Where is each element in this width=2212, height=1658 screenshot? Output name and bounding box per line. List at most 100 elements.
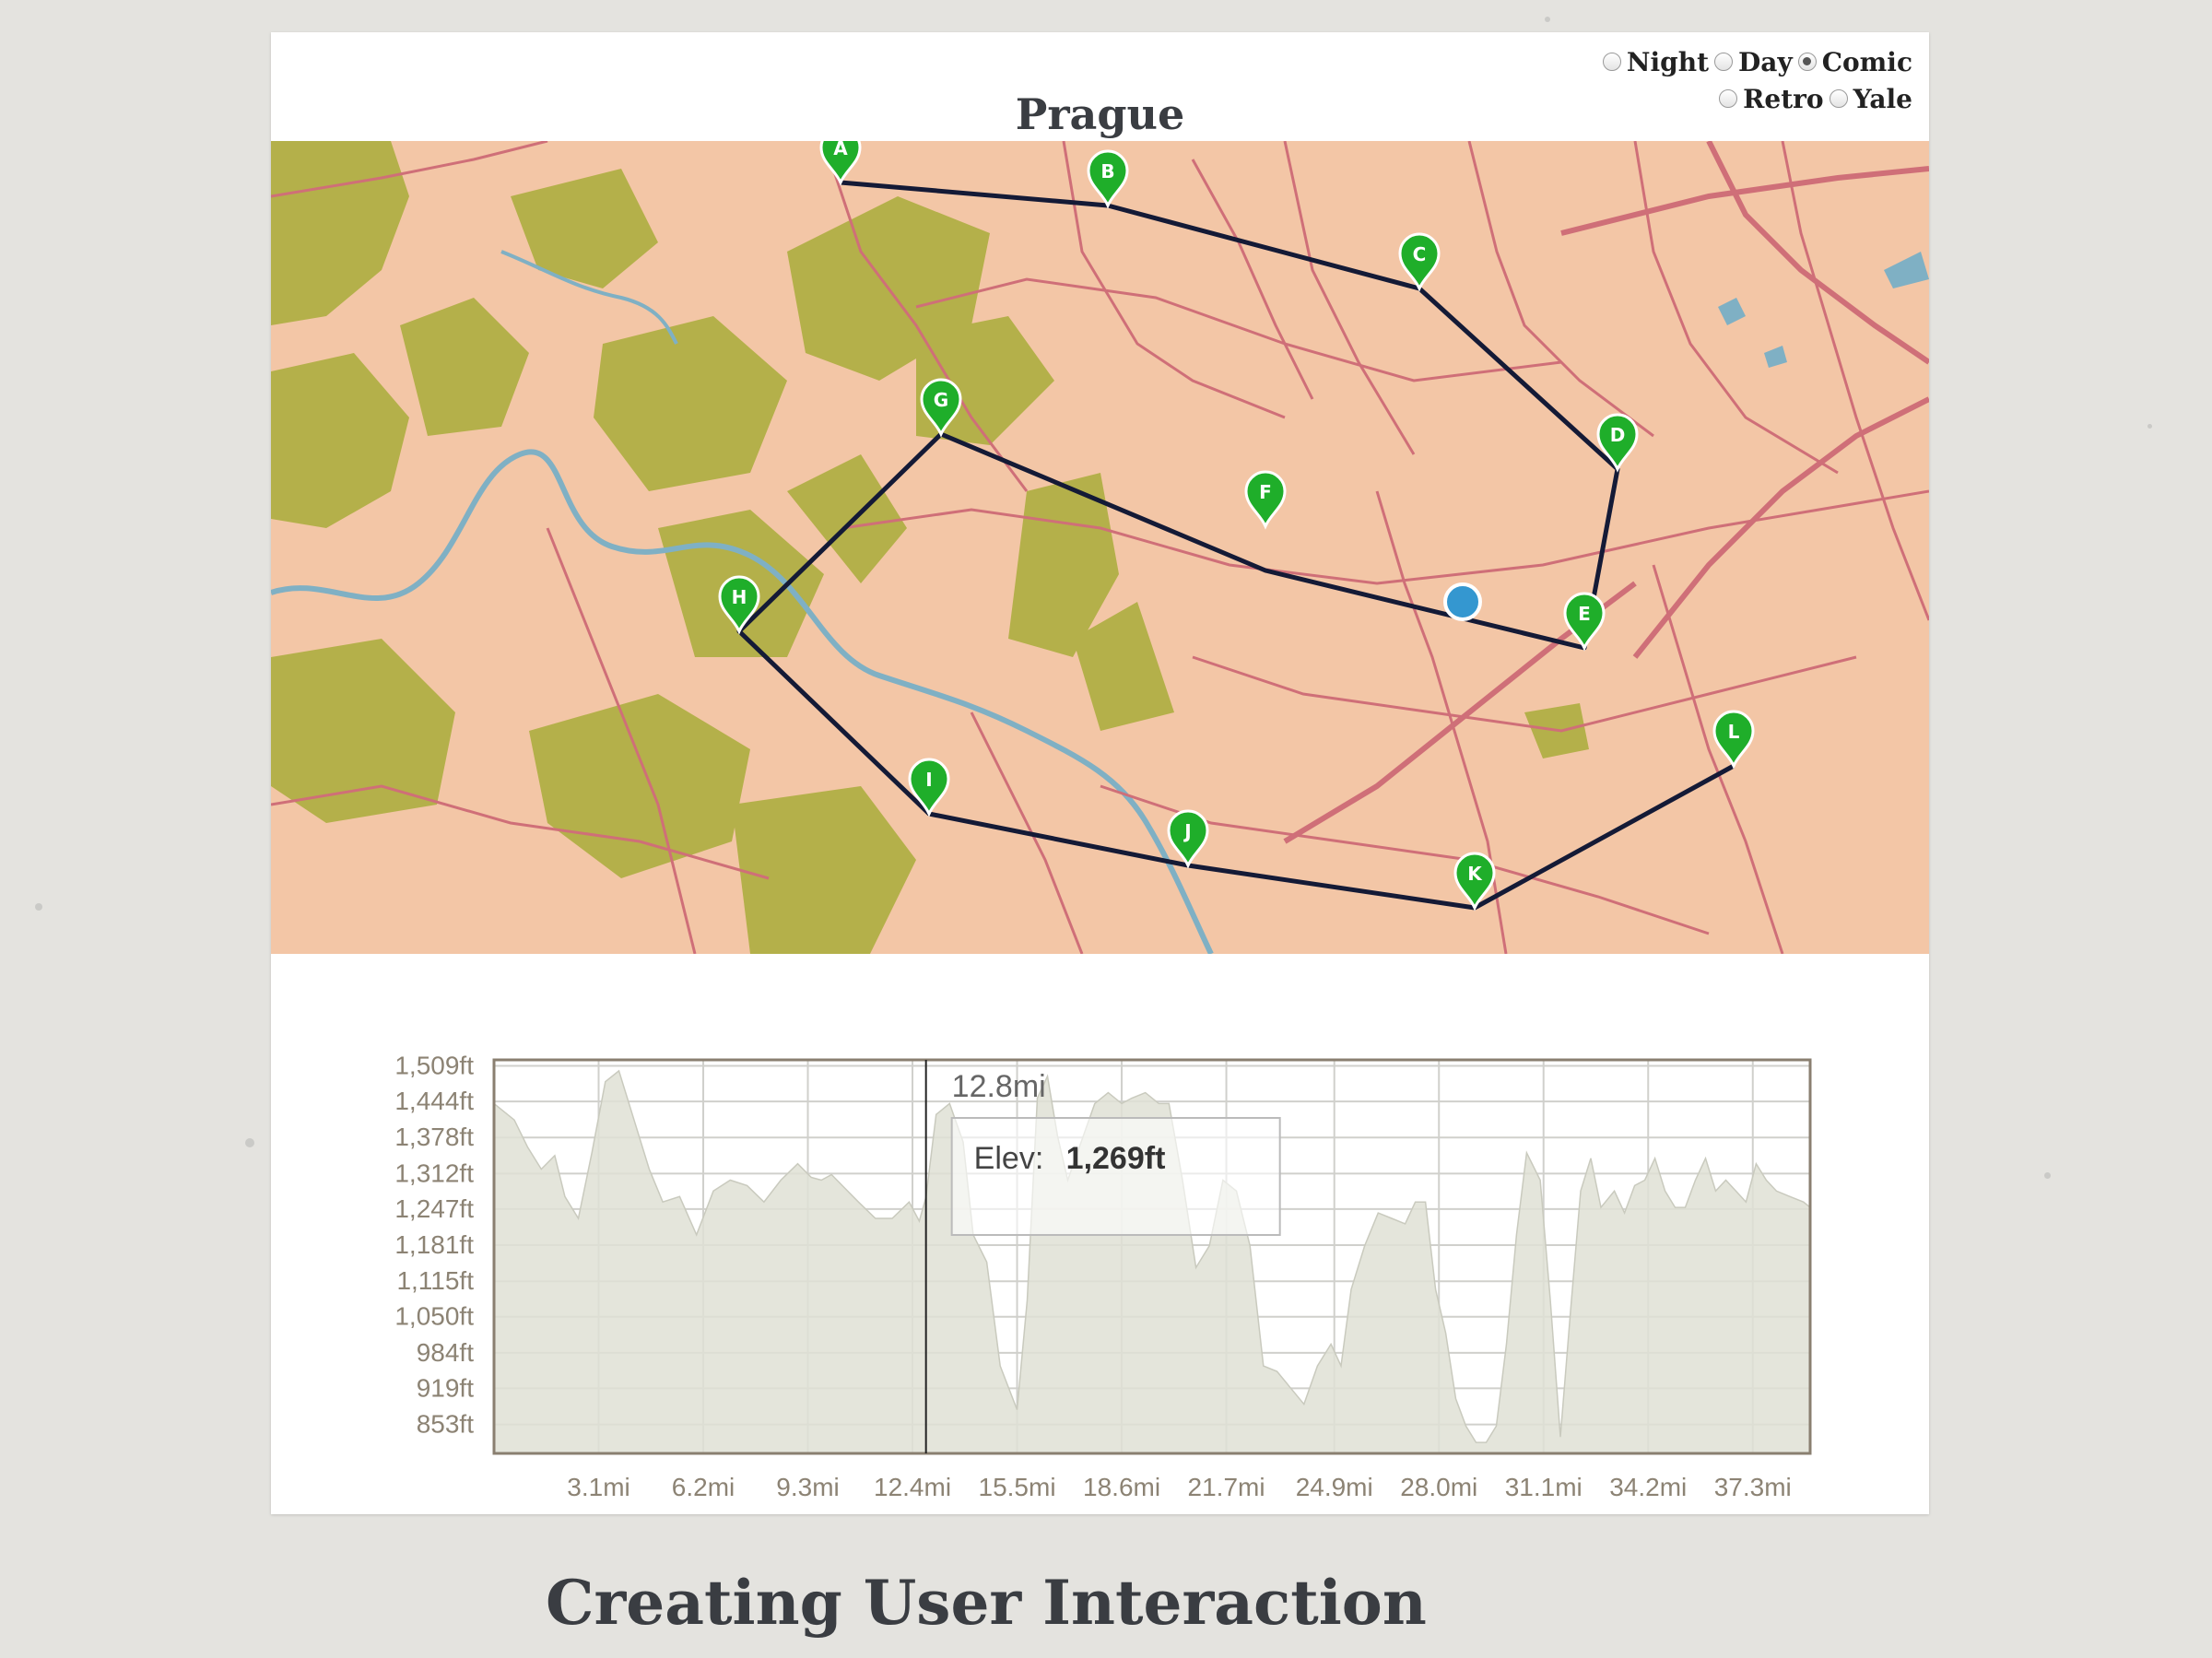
y-tick-label: 1,312ft: [394, 1158, 474, 1187]
map-pin-icon: [819, 141, 862, 186]
radio-night[interactable]: [1602, 53, 1621, 71]
route-marker-f[interactable]: F: [1244, 470, 1287, 530]
route-marker-label: J: [1182, 820, 1191, 842]
map-pin-icon: [908, 758, 950, 817]
paper-speck: [2044, 1172, 2051, 1179]
paper-speck: [1545, 17, 1550, 22]
style-option-retro[interactable]: Retro: [1719, 83, 1824, 114]
y-tick-label: 853ft: [417, 1410, 474, 1439]
route-marker-g[interactable]: G: [920, 378, 962, 438]
radio-comic[interactable]: [1797, 53, 1817, 71]
tooltip-elev-label: Elev:: [974, 1141, 1044, 1176]
x-tick-label: 3.1mi: [567, 1473, 629, 1501]
style-label-night: Night: [1626, 46, 1710, 77]
road: [1191, 159, 1314, 400]
forest-area: [271, 353, 409, 528]
y-tick-label: 1,378ft: [394, 1123, 474, 1151]
y-tick-label: 1,444ft: [394, 1087, 474, 1115]
route-marker-d[interactable]: D: [1596, 413, 1639, 473]
y-tick-label: 1,247ft: [394, 1194, 474, 1223]
x-tick-label: 37.3mi: [1714, 1473, 1792, 1501]
route-marker-c[interactable]: C: [1398, 232, 1441, 292]
lake: [1884, 252, 1929, 288]
road: [546, 527, 697, 954]
road: [1781, 141, 1929, 621]
x-tick-label: 21.7mi: [1188, 1473, 1265, 1501]
route-marker-l[interactable]: L: [1712, 710, 1755, 770]
route-marker-a[interactable]: A: [819, 141, 862, 186]
road: [915, 277, 1562, 382]
map-style-selector: Night Day Comic Retro Yale: [1544, 43, 1912, 117]
route-marker-label: A: [833, 141, 848, 159]
road: [1633, 141, 1839, 475]
style-label-comic: Comic: [1821, 46, 1912, 77]
lake: [1764, 346, 1787, 368]
paper-speck: [35, 903, 42, 911]
highway: [1706, 141, 1929, 365]
style-option-day[interactable]: Day: [1714, 47, 1793, 77]
route-map[interactable]: A B C D E F G H I J K L: [271, 141, 1929, 954]
style-label-day: Day: [1738, 46, 1793, 77]
radio-retro[interactable]: [1719, 89, 1738, 108]
forest-area: [594, 316, 787, 491]
elevation-chart[interactable]: 1,509ft1,444ft1,378ft1,312ft1,247ft1,181…: [271, 1000, 1929, 1516]
road: [970, 711, 1084, 954]
lake: [1718, 298, 1746, 325]
route-marker-h[interactable]: H: [718, 575, 760, 635]
road: [1467, 141, 1654, 438]
route-marker-i[interactable]: I: [908, 758, 950, 817]
route-marker-label: C: [1413, 243, 1427, 265]
paper-speck: [2147, 424, 2152, 429]
route-marker-label: D: [1610, 424, 1626, 446]
tooltip-distance: 12.8mi: [952, 1069, 1046, 1104]
route-line[interactable]: [736, 180, 1735, 911]
style-option-yale[interactable]: Yale: [1829, 83, 1912, 114]
forest-area: [400, 298, 529, 436]
style-label-retro: Retro: [1743, 83, 1824, 114]
y-tick-label: 1,181ft: [394, 1230, 474, 1259]
route-marker-label: L: [1728, 721, 1740, 743]
map-pin-icon: [1167, 809, 1209, 869]
x-tick-label: 6.2mi: [672, 1473, 735, 1501]
route-marker-label: G: [934, 389, 948, 411]
road: [841, 489, 1929, 585]
route-marker-label: E: [1578, 603, 1591, 625]
map-pin-icon: [920, 378, 962, 438]
tooltip-box: [950, 1117, 1281, 1236]
elevation-frame: [492, 1058, 1812, 1455]
map-pin-icon: [1398, 232, 1441, 292]
river: [271, 449, 1214, 954]
paper-speck: [245, 1138, 254, 1147]
route-marker-b[interactable]: B: [1087, 149, 1129, 209]
style-row-2: Retro Yale: [1544, 80, 1912, 117]
style-label-yale: Yale: [1853, 83, 1912, 114]
y-tick-label: 919ft: [417, 1373, 474, 1402]
route-marker-e[interactable]: E: [1563, 592, 1606, 652]
x-tick-label: 12.4mi: [874, 1473, 951, 1501]
section-heading: Creating User Interaction: [546, 1567, 1427, 1639]
x-tick-label: 34.2mi: [1609, 1473, 1687, 1501]
road: [271, 141, 548, 198]
route-marker-label: I: [925, 769, 932, 791]
map-pin-icon: [1712, 710, 1755, 770]
forest-area: [271, 141, 409, 325]
road: [271, 784, 770, 880]
x-tick-label: 24.9mi: [1296, 1473, 1373, 1501]
radio-yale[interactable]: [1829, 89, 1848, 108]
radio-day[interactable]: [1714, 53, 1734, 71]
forest-area: [511, 169, 658, 288]
x-tick-label: 15.5mi: [979, 1473, 1056, 1501]
current-position-dot[interactable]: [1443, 582, 1482, 621]
road: [1192, 655, 1857, 733]
forest-area: [1073, 602, 1174, 731]
style-option-comic[interactable]: Comic: [1797, 46, 1912, 77]
forest-area: [787, 454, 907, 583]
route-marker-k[interactable]: K: [1453, 852, 1496, 911]
y-tick-label: 1,050ft: [394, 1302, 474, 1331]
style-option-night[interactable]: Night: [1602, 46, 1710, 77]
map-canvas[interactable]: A B C D E F G H I J K L: [271, 141, 1929, 954]
route-marker-label: H: [732, 586, 747, 608]
route-marker-label: F: [1259, 481, 1272, 503]
route-marker-j[interactable]: J: [1167, 809, 1209, 869]
